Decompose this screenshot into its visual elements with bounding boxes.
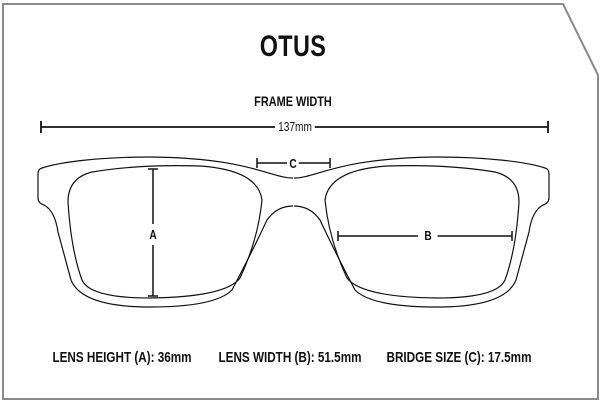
lens-width-marker-b: B: [418, 228, 438, 243]
bridge-marker-c: C: [286, 156, 300, 171]
frame-width-value: 137mm: [274, 119, 316, 134]
dimension-lines: [40, 121, 549, 297]
frame-outline: [37, 156, 294, 308]
product-title: OTUS: [259, 30, 327, 63]
lens-height-marker-a: A: [147, 224, 159, 245]
spec-lens-width: LENS WIDTH (B): 51.5mm: [218, 349, 362, 366]
spec-lens-height: LENS HEIGHT (A): 36mm: [52, 349, 192, 366]
lens-outline: [67, 165, 263, 299]
frame-width-label: FRAME WIDTH: [254, 93, 332, 109]
card-border: [2, 3, 599, 400]
spec-bridge-size: BRIDGE SIZE (C): 17.5mm: [386, 349, 532, 366]
glasses-frame: [37, 156, 550, 308]
